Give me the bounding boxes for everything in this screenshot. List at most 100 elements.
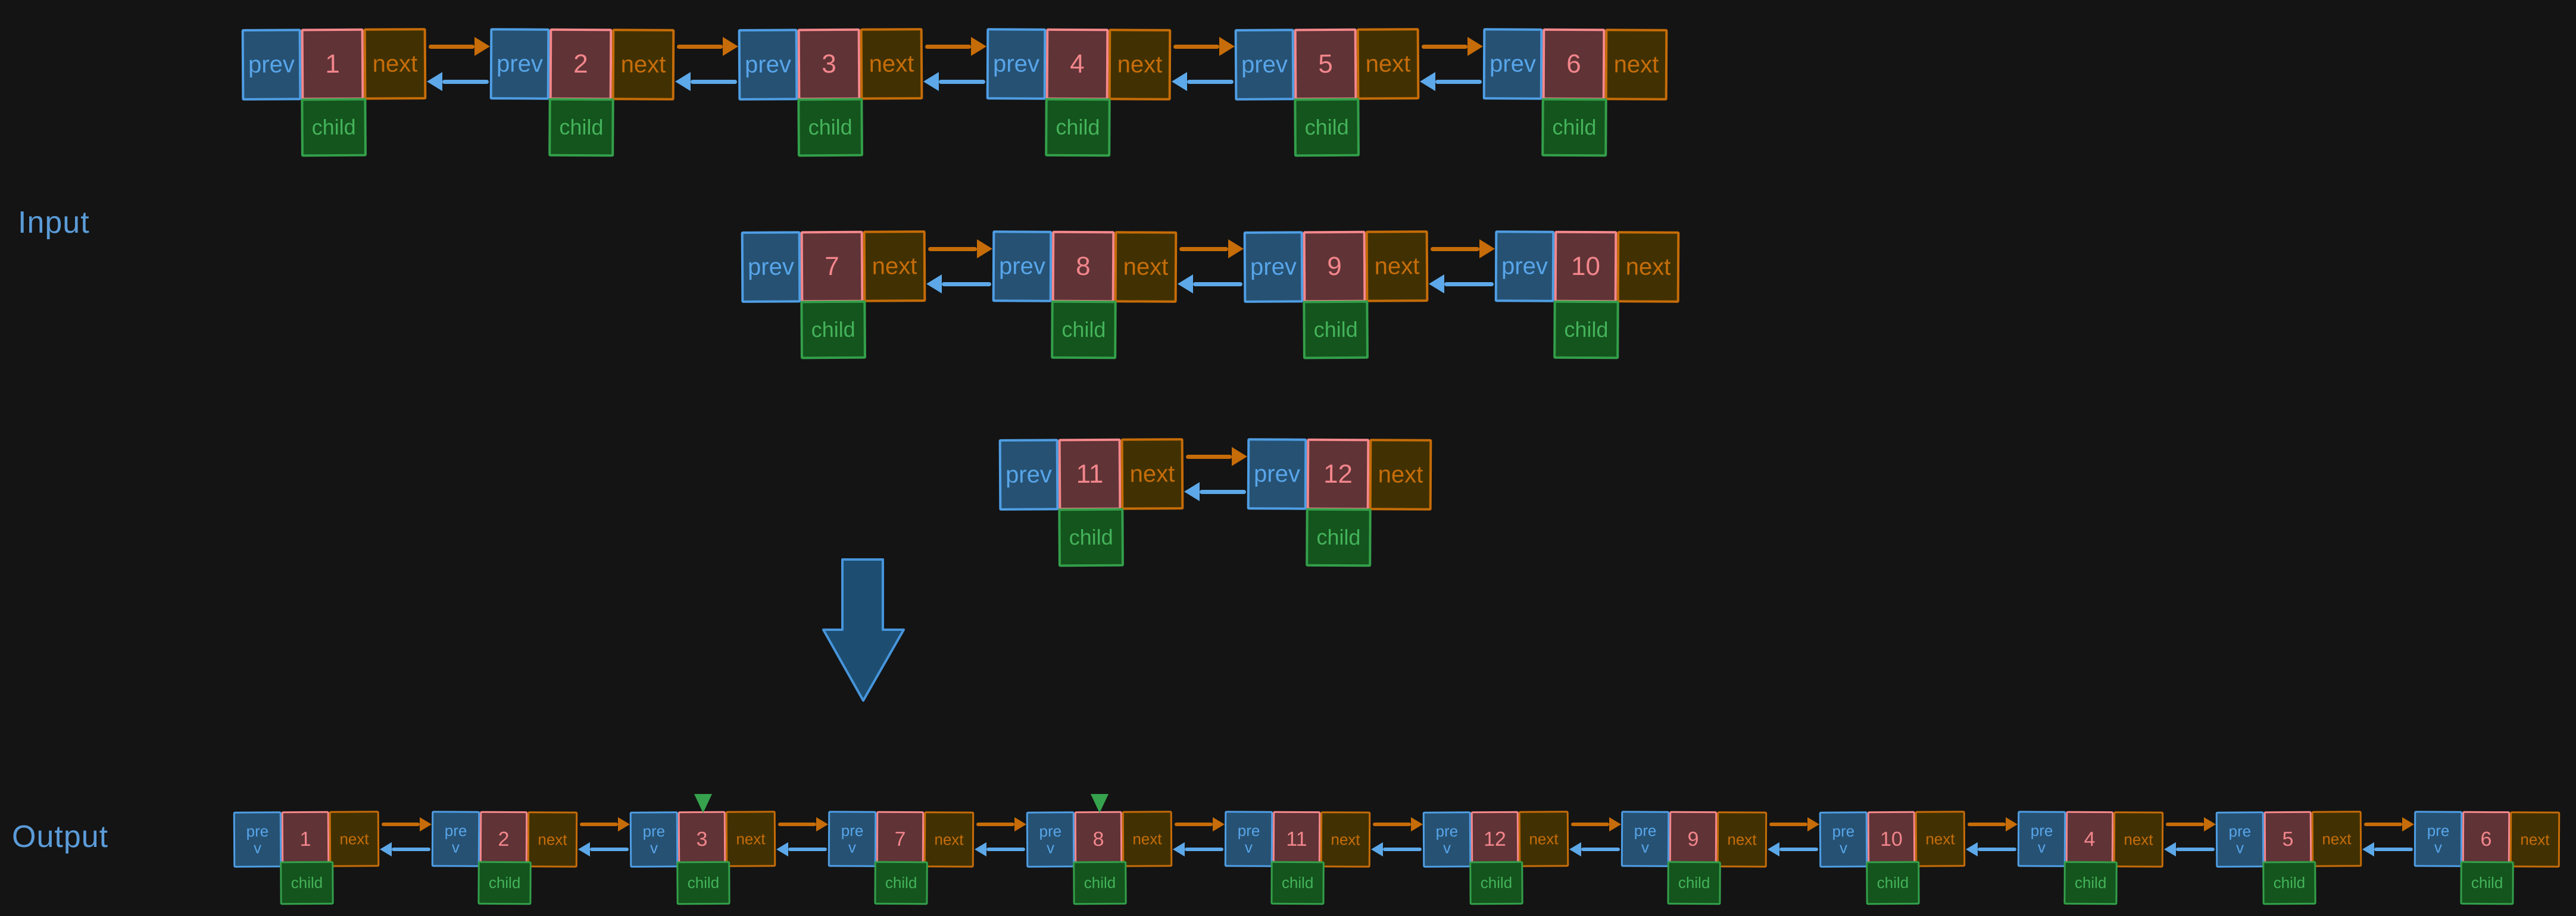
prev-arrow-head	[1172, 72, 1187, 91]
prev-pointer-cell-text: prev	[2427, 821, 2450, 856]
next-arrow-line	[976, 823, 1014, 826]
prev-arrow-line	[939, 79, 985, 84]
value-cell: 6	[2462, 811, 2511, 868]
next-pointer-cell: next	[1356, 28, 1420, 100]
prev-pointer-cell: prev	[998, 439, 1059, 511]
next-pointer-cell: next	[860, 28, 923, 100]
next-pointer-cell: next	[923, 811, 975, 868]
child-pointer-cell: child	[1294, 98, 1360, 157]
next-arrow-line	[580, 823, 618, 826]
prev-arrow-head	[2164, 842, 2176, 856]
next-arrow-head	[2204, 817, 2216, 831]
child-pointer-cell: child	[797, 98, 863, 157]
prev-arrow-line	[2374, 848, 2413, 851]
next-pointer-cell: next	[363, 28, 427, 100]
child-pointer-cell: child	[1045, 98, 1111, 157]
child-pointer-cell: child	[1073, 861, 1127, 905]
prev-arrow-head	[380, 842, 392, 856]
prev-pointer-cell-text: prev	[841, 821, 864, 856]
output-section-label: Output	[12, 820, 109, 854]
prev-pointer-cell-text: prev	[1039, 822, 1062, 857]
prev-pointer-cell: prev	[828, 811, 877, 867]
child-pointer-cell: child	[1051, 300, 1117, 359]
next-pointer-cell: next	[1122, 811, 1173, 867]
value-cell: 10	[1554, 230, 1618, 303]
next-pointer-cell: next	[1320, 811, 1371, 868]
value-cell: 9	[1303, 230, 1366, 303]
child-pointer-cell: child	[1058, 508, 1124, 567]
child-pointer-cell: child	[1541, 98, 1607, 157]
child-pointer-cell: child	[1866, 861, 1920, 905]
child-pointer-cell: child	[800, 300, 866, 359]
next-arrow-line	[1968, 823, 2006, 826]
prev-pointer-cell-text: prev	[2228, 822, 2252, 857]
prev-pointer-cell: prev	[2017, 811, 2066, 867]
next-arrow-head	[1219, 37, 1235, 56]
prev-arrow-line	[392, 848, 430, 851]
next-arrow-line	[1373, 823, 1411, 826]
next-pointer-cell: next	[1518, 811, 1569, 867]
prev-arrow-line	[788, 848, 827, 851]
prev-arrow-head	[1371, 842, 1383, 856]
next-arrow-head	[816, 817, 828, 831]
next-pointer-cell: next	[1108, 29, 1172, 101]
prev-pointer-cell: prev	[738, 29, 798, 101]
child-pointer-cell: child	[2063, 861, 2118, 905]
prev-pointer-cell-text: prev	[1832, 822, 1855, 857]
child-pointer-cell: child	[2460, 861, 2514, 905]
prev-arrow-line	[1185, 848, 1223, 851]
prev-arrow-head	[578, 842, 590, 856]
prev-arrow-head	[926, 274, 942, 293]
prev-arrow-head	[923, 72, 939, 91]
next-pointer-cell: next	[725, 811, 776, 867]
prev-pointer-cell: prev	[1234, 29, 1295, 101]
value-cell: 4	[1045, 28, 1109, 101]
prev-pointer-cell: prev	[1243, 231, 1304, 303]
prev-pointer-cell: prev	[2413, 811, 2463, 867]
next-arrow-line	[382, 823, 420, 826]
prev-arrow-line	[691, 79, 737, 84]
next-pointer-cell: next	[2509, 811, 2561, 868]
prev-pointer-cell: prev	[489, 28, 550, 100]
prev-pointer-cell: prev	[1819, 811, 1868, 868]
prev-pointer-cell: prev	[241, 29, 302, 101]
value-cell: 11	[1058, 438, 1122, 511]
prev-pointer-cell-text: prev	[1237, 821, 1260, 856]
value-cell: 2	[479, 811, 528, 868]
next-arrow-head	[2402, 817, 2414, 831]
prev-arrow-head	[776, 842, 788, 856]
child-pointer-cell: child	[280, 861, 334, 905]
prev-arrow-line	[442, 79, 489, 84]
next-pointer-cell: next	[2113, 811, 2164, 868]
value-cell: 12	[1470, 811, 1519, 868]
prev-pointer-cell: prev	[431, 811, 480, 867]
child-pointer-cell: child	[1306, 508, 1372, 567]
value-cell: 11	[1272, 811, 1321, 868]
next-arrow-line	[1422, 44, 1467, 49]
prev-arrow-line	[1187, 79, 1234, 84]
value-cell: 8	[1051, 230, 1115, 303]
child-link-arrow-head	[694, 794, 712, 813]
child-pointer-cell: child	[1303, 300, 1369, 359]
next-arrow-head	[420, 817, 432, 831]
prev-pointer-cell: prev	[741, 231, 801, 303]
child-pointer-cell: child	[1553, 300, 1619, 359]
next-pointer-cell: next	[1369, 439, 1432, 511]
prev-pointer-cell-text: prev	[642, 822, 666, 857]
prev-arrow-head	[1184, 482, 1200, 501]
